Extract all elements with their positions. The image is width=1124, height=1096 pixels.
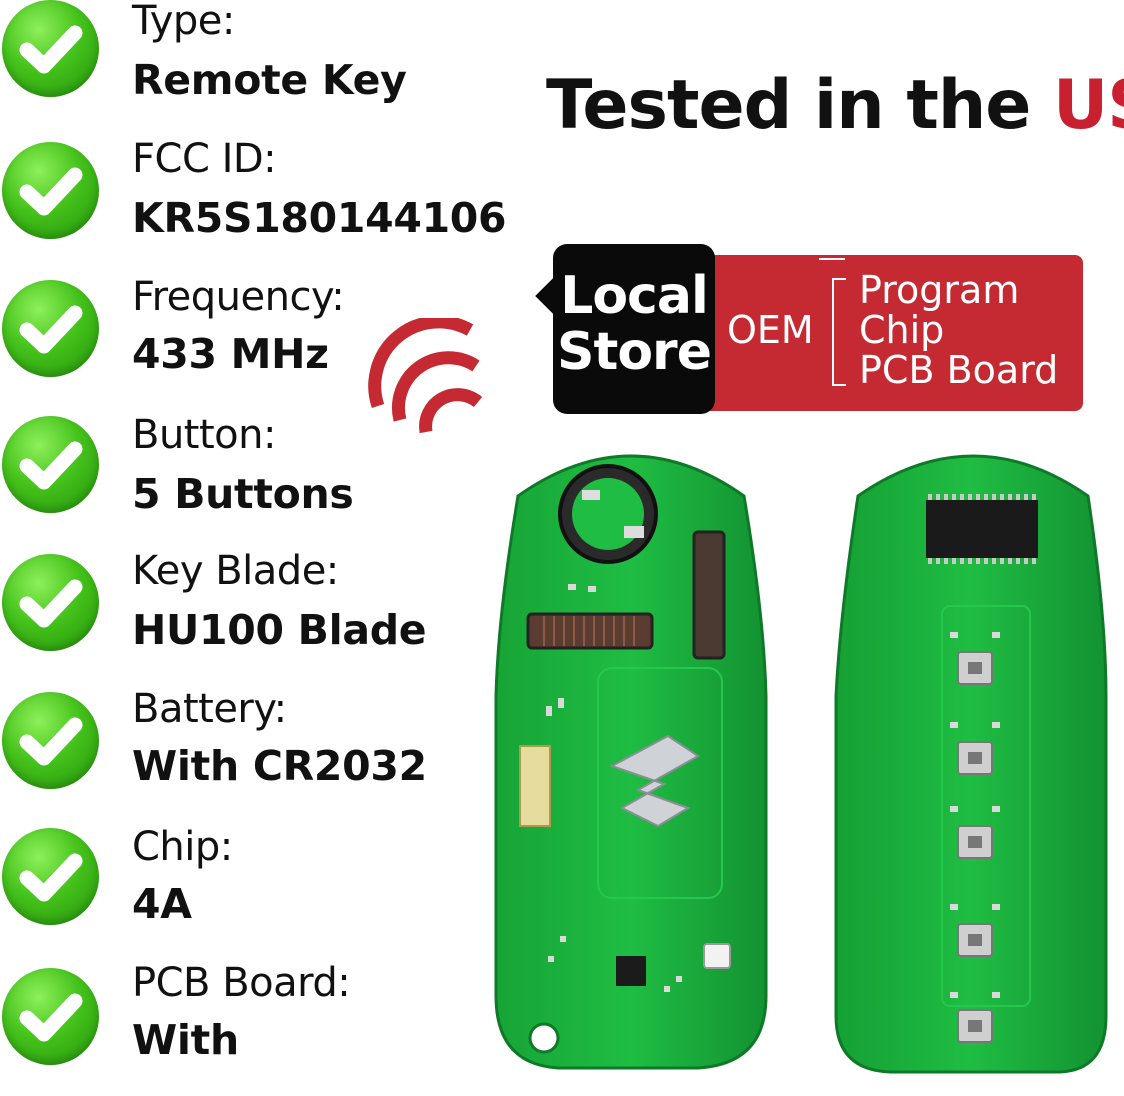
spec-item-key-blade: Key Blade: HU100 Blade: [0, 548, 500, 684]
headline-accent: US: [1053, 66, 1124, 145]
spec-value: 4A: [132, 880, 192, 928]
spec-value: HU100 Blade: [132, 606, 427, 654]
badge-divider-mark: [819, 258, 845, 260]
spec-item-pcb-board: PCB Board: With: [0, 960, 500, 1096]
check-icon: [2, 828, 99, 925]
spec-item-chip: Chip: 4A: [0, 824, 500, 960]
badge-black-panel: Local Store: [553, 244, 715, 414]
badge-line2: Store: [557, 322, 712, 382]
check-icon: [2, 554, 99, 651]
pcb-back-image: [834, 454, 1108, 1074]
spec-label: FCC ID:: [132, 136, 277, 182]
badge-option-program: Program: [859, 268, 1020, 312]
spec-item-button: Button: 5 Buttons: [0, 412, 500, 548]
badge-bracket-bottom: [832, 384, 846, 386]
spec-value: With CR2032: [132, 742, 427, 790]
spec-item-fcc-id: FCC ID: KR5S180144106: [0, 136, 507, 272]
spec-value: 433 MHz: [132, 330, 329, 378]
headline-prefix: Tested in the: [546, 66, 1054, 145]
spec-label: Frequency:: [132, 274, 345, 320]
badge-bracket: [832, 278, 834, 386]
spec-label: Type:: [132, 0, 235, 44]
spec-value: With: [132, 1016, 239, 1064]
spec-label: Button:: [132, 412, 276, 458]
spec-value: KR5S180144106: [132, 194, 507, 242]
spec-item-type: Type: Remote Key: [0, 0, 500, 136]
check-icon: [2, 142, 99, 239]
check-icon: [2, 416, 99, 513]
badge-oem: OEM: [727, 308, 814, 352]
spec-item-battery: Battery: With CR2032: [0, 686, 500, 822]
badge-red-panel: [689, 255, 1083, 411]
check-icon: [2, 0, 99, 97]
spec-list: Type: Remote Key FCC ID: KR5S180144106 F…: [0, 0, 507, 1081]
spec-label: PCB Board:: [132, 960, 351, 1006]
spec-value: 5 Buttons: [132, 470, 354, 518]
spec-value: Remote Key: [132, 56, 407, 104]
check-icon: [2, 692, 99, 789]
check-icon: [2, 280, 99, 377]
spec-item-frequency: Frequency: 433 MHz: [0, 274, 500, 410]
signal-waves-icon: [368, 318, 483, 434]
spec-label: Battery:: [132, 686, 287, 732]
badge-option-chip: Chip: [859, 308, 945, 352]
badge-option-pcb-board: PCB Board: [859, 348, 1059, 392]
spec-label: Chip:: [132, 824, 233, 870]
badge-title: Local Store: [553, 268, 715, 380]
pcb-front-image: [494, 454, 768, 1070]
badge-bracket-top: [832, 278, 846, 280]
local-store-badge: Local Store OEM Program Chip PCB Board: [539, 244, 1085, 416]
headline: Tested in the US: [546, 66, 1124, 145]
check-icon: [2, 968, 99, 1065]
spec-label: Key Blade:: [132, 548, 339, 594]
badge-line1: Local: [560, 266, 709, 326]
